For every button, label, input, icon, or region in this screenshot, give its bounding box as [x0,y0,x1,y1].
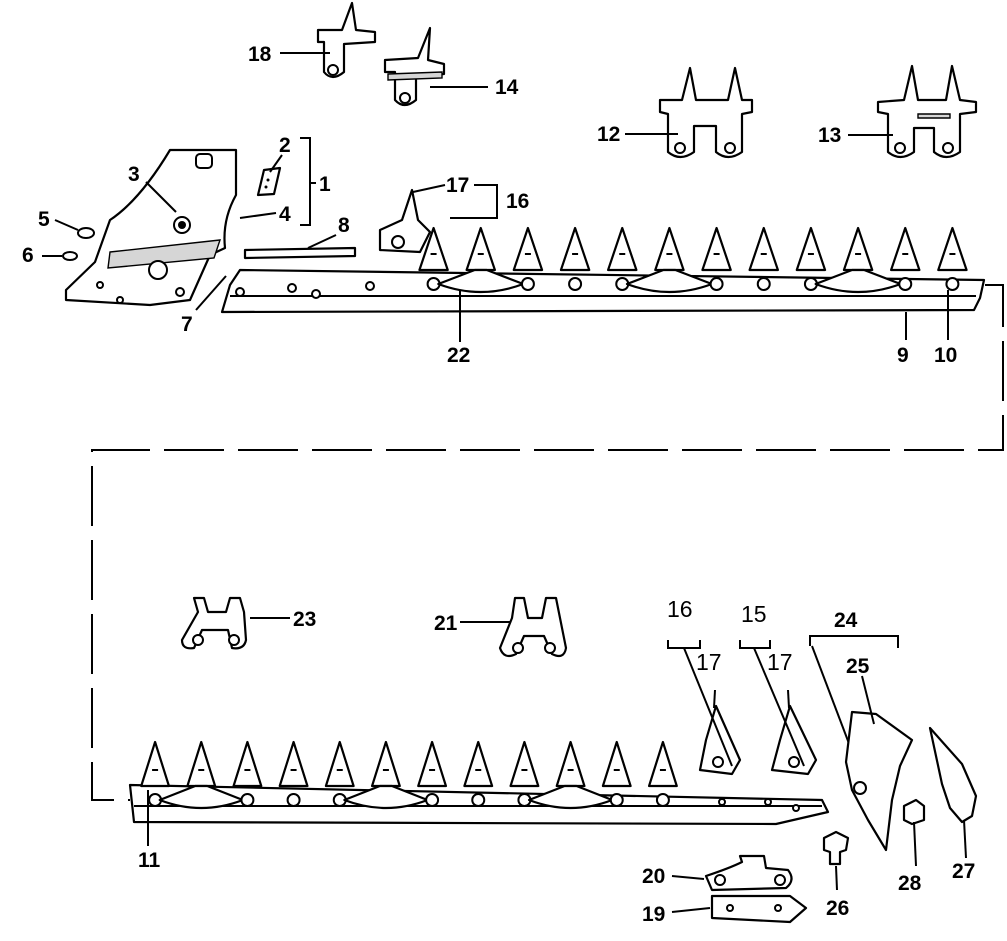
rivet [286,793,301,807]
callout-19: 19 [642,903,665,926]
knife-section [465,226,496,272]
part-21-guard [460,596,568,658]
callout-7: 7 [181,313,193,336]
part-24-knife-head [809,635,914,852]
part-28-bolt [902,798,926,867]
knife-section [370,740,401,788]
rivet [609,793,624,807]
upper-cutter-bar [220,226,986,342]
knife-section [748,226,779,272]
callout-23: 23 [293,608,316,631]
rivet [471,793,486,807]
knife-section [463,740,494,788]
connector-dashed-line [91,284,1004,801]
callout-17-lower-a: 17 [696,649,722,675]
rivet [425,793,440,807]
knife-section [232,740,263,788]
callout-5: 5 [38,208,50,231]
knife-section [654,226,685,272]
part-18-guard [280,1,377,79]
rivet [756,277,771,291]
knife-section [937,226,968,272]
part-14-guard [383,26,488,107]
knife-section [417,740,448,788]
callout-28: 28 [898,872,922,895]
knife-section [555,740,586,788]
hold-down-clip [343,784,429,810]
callout-8: 8 [338,214,350,237]
knife-section [701,226,732,272]
callout-6: 6 [22,244,34,267]
knife-section [559,226,591,272]
callout-16-lower: 16 [667,596,693,622]
knife-section [890,226,921,272]
part-20-clip [671,854,793,892]
callout-25: 25 [846,655,870,678]
knife-section [418,226,449,272]
callout-22: 22 [447,344,470,367]
part-27-plate [928,726,978,859]
rivet [898,277,913,291]
knife-section [278,740,309,788]
callout-24: 24 [834,609,858,632]
knife-section [601,740,632,788]
knife-section [842,226,874,272]
callout-27: 27 [952,860,975,883]
part-15-section [739,640,818,776]
knife-section [512,226,544,272]
callout-26: 26 [826,897,849,920]
part-16-section-lower [667,640,742,776]
knife-section [509,740,540,788]
callout-15: 15 [741,601,767,627]
knife-section [140,740,171,788]
part-26-bolt [822,830,850,891]
hold-down-clip [527,784,614,810]
callout-12: 12 [597,123,620,146]
callout-17-lower-b: 17 [767,649,793,675]
callout-3: 3 [128,163,140,186]
callout-2: 2 [279,134,291,157]
hold-down-clip [625,268,713,294]
rivet [520,277,535,291]
rivet [568,277,583,291]
callout-13: 13 [818,124,841,147]
knife-section [795,226,827,272]
knife-section [186,740,217,788]
leader-lines-upper-left [42,137,337,311]
rivet [240,793,255,807]
hold-down-clip [814,268,902,294]
callout-14: 14 [495,76,519,99]
callout-16-upper: 16 [506,190,529,213]
lower-cutter-bar [128,740,830,846]
part-12-double-guard [625,66,754,159]
part-16-section-upper [378,184,498,254]
callout-4: 4 [279,203,291,226]
callout-11: 11 [138,849,161,872]
callout-18: 18 [248,43,272,66]
hold-down-clip [437,268,525,294]
knife-section [607,226,638,272]
callout-1: 1 [319,173,331,196]
knife-section [324,740,355,788]
callout-labels: 18 14 12 13 2 3 1 4 5 6 8 17 16 7 22 9 1… [22,43,975,926]
callout-17-upper: 17 [446,174,469,197]
part-13-double-guard [848,64,978,159]
hold-down-clip [158,784,244,810]
part-19-plate [671,894,808,924]
callout-9: 9 [897,344,909,367]
rivet [945,277,960,291]
knife-section [647,740,678,788]
part-23-guard [180,596,290,650]
rivet [655,793,670,807]
callout-20: 20 [642,865,665,888]
callout-10: 10 [934,344,957,367]
callout-21: 21 [434,612,458,635]
rivet [709,277,724,291]
part-plate-assembly [62,148,357,307]
